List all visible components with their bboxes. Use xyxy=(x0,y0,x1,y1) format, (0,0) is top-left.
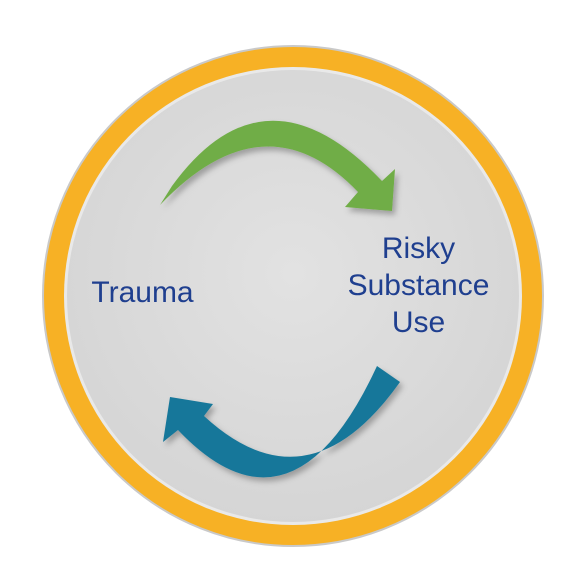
top-arrow-icon xyxy=(160,120,395,211)
risky-substance-use-label: Risky Substance Use xyxy=(336,230,501,341)
trauma-label: Trauma xyxy=(91,276,194,309)
risky-label-line-1: Risky xyxy=(381,232,456,265)
risky-label-line-2: Substance xyxy=(347,269,490,302)
bottom-arrow-icon xyxy=(163,366,400,478)
risky-label-line-3: Use xyxy=(391,306,446,339)
